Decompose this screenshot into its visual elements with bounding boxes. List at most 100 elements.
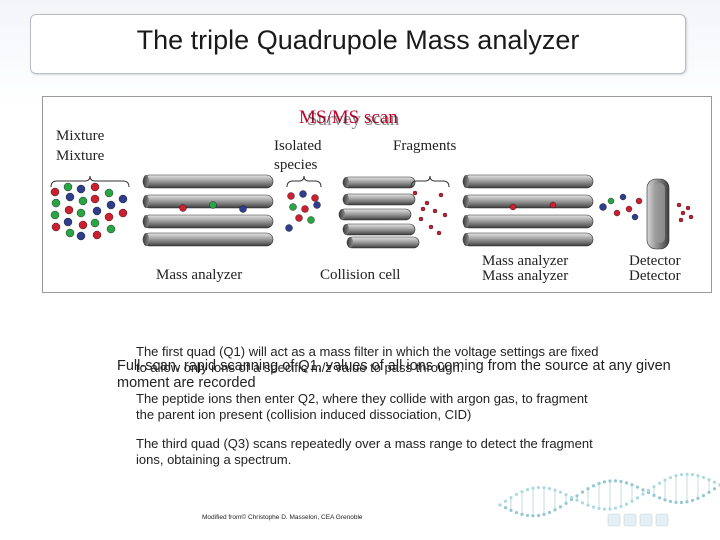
q3-mass-analyzer-label-echo: Mass analyzer	[482, 268, 569, 284]
collision-cell-rod	[346, 236, 420, 249]
fragment-ion	[424, 200, 430, 206]
dna-strand-dot	[707, 478, 711, 482]
mixture-ion	[118, 208, 128, 218]
q3-rod	[462, 232, 594, 247]
dna-strand-dot	[696, 496, 700, 500]
mixture-label: Mixture	[56, 128, 105, 144]
q2-description: The peptide ions then enter Q2, where th…	[136, 391, 588, 422]
dna-strand-dot	[575, 494, 579, 498]
detector-ion	[631, 213, 639, 221]
dna-strand-dot	[685, 500, 689, 504]
q3-rod	[462, 194, 594, 209]
dna-strand-dot	[575, 498, 579, 502]
dna-strand-dot	[613, 479, 618, 483]
collision-cell-label: Collision cell	[320, 267, 401, 283]
mixture-ion	[63, 217, 73, 227]
detected-fragment	[678, 217, 684, 223]
dna-strand-dot	[547, 510, 552, 515]
mixture-ion	[90, 218, 100, 228]
dna-strand-dot	[564, 493, 568, 497]
dna-strand-dot	[707, 490, 711, 494]
dna-strand-dot	[503, 506, 508, 510]
dna-strand-dot	[641, 492, 645, 496]
fragment-ion	[442, 212, 448, 218]
dna-strand-dot	[531, 514, 535, 518]
mixture-ion	[90, 194, 100, 204]
dna-strand-dot	[668, 499, 673, 504]
collision-cell-rod	[342, 193, 416, 206]
dna-strand-dot	[498, 503, 502, 507]
dna-strand-dot	[641, 488, 645, 492]
q1-rod	[142, 194, 274, 209]
mixture-ion	[76, 208, 86, 218]
isolated-label-line2: species	[274, 157, 318, 173]
q1-mass-analyzer-label: Mass analyzer	[156, 267, 243, 283]
dna-block	[607, 513, 621, 527]
detector-label-echo: Detector	[629, 268, 681, 284]
mixture-ion	[106, 224, 116, 234]
fragments-label: Fragments	[393, 138, 457, 154]
mixture-ion	[51, 222, 61, 232]
dna-strand-dot	[668, 475, 673, 480]
dna-strand-dot	[542, 486, 546, 490]
dna-strand-dot	[597, 506, 601, 511]
dna-strand-dot	[531, 486, 535, 490]
detected-fragment	[676, 202, 682, 208]
dna-strand-dot	[619, 479, 623, 484]
dna-block	[655, 513, 669, 527]
isolated-ion	[295, 214, 303, 222]
mixture-ion	[104, 212, 114, 222]
dna-strand-dot	[635, 496, 640, 500]
q1-rod	[142, 232, 274, 247]
dna-strand-dot	[503, 499, 508, 503]
q3-mass-analyzer-label: Mass analyzer	[482, 253, 569, 269]
dna-strand-dot	[602, 507, 607, 511]
dna-strand-dot	[558, 505, 563, 509]
detected-fragment	[685, 205, 691, 211]
q3-rod	[462, 214, 594, 229]
dna-strand-dot	[514, 510, 519, 515]
dna-strand-dot	[602, 480, 607, 484]
mixture-ion	[76, 184, 86, 194]
dna-strand-dot	[652, 493, 656, 497]
dna-strand-dot	[690, 498, 695, 503]
dna-strand-dot	[701, 493, 706, 498]
triple-quad-diagram: MS/MS scan Survey scan Mixture Mixture I…	[42, 96, 712, 293]
dna-strand-dot	[635, 485, 640, 489]
fragments-brace	[410, 175, 450, 188]
dna-strand-dot	[586, 503, 590, 507]
isolated-brace	[286, 175, 322, 188]
dna-strand-dot	[547, 486, 552, 491]
mixture-ion	[78, 220, 88, 230]
dna-block	[623, 513, 637, 527]
fragment-ion	[436, 230, 442, 236]
mixture-ion	[118, 194, 128, 204]
dna-strand-dot	[619, 504, 623, 509]
detected-fragment	[688, 214, 694, 220]
dna-strand-dot	[597, 481, 601, 486]
isolated-ion	[289, 203, 297, 211]
collision-cell-rod	[342, 176, 416, 189]
isolated-ion	[311, 194, 319, 202]
dna-strand-dot	[525, 487, 530, 492]
mixture-label-echo: Mixture	[56, 148, 105, 164]
isolated-ion	[307, 216, 315, 224]
detector	[646, 178, 670, 250]
dna-strand-dot	[558, 490, 563, 494]
fragment-ion	[432, 208, 438, 214]
dna-strand-dot	[586, 487, 590, 491]
dna-strand-dot	[536, 485, 541, 490]
fragment-ion	[418, 216, 424, 222]
mixture-ion	[50, 210, 60, 220]
fragment-ion	[420, 206, 426, 212]
detector-ion	[613, 209, 621, 217]
mixture-ion	[78, 196, 88, 206]
isolated-ion	[285, 224, 293, 232]
q1-ion	[179, 204, 187, 212]
mixture-ion	[76, 231, 86, 241]
dna-strand-dot	[553, 488, 557, 492]
dna-strand-dot	[690, 472, 695, 477]
detector-ion	[607, 197, 615, 205]
dna-strand-dot	[509, 508, 513, 512]
isolated-ion	[299, 190, 307, 198]
